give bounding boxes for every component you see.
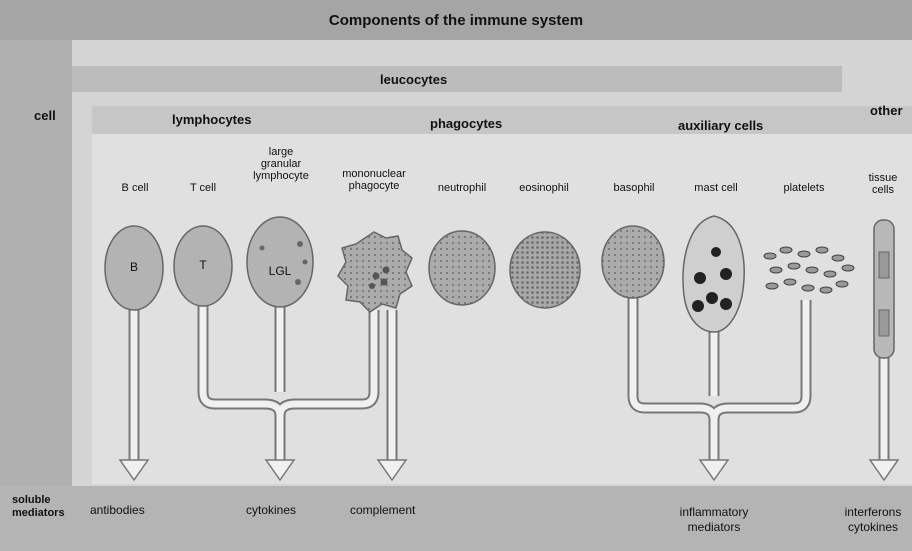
lgl-cell-letter: LGL <box>262 264 298 278</box>
platelets-shape <box>764 247 854 293</box>
pipe-outlines <box>134 290 884 462</box>
mediator-antibodies: antibodies <box>90 503 145 517</box>
basophil-shape <box>602 226 664 298</box>
arrow-head-cytokines <box>266 460 294 480</box>
eosinophil-shape <box>510 232 580 308</box>
tissue-cells-nucleus-1 <box>879 252 889 278</box>
arrow-head-antibodies <box>120 460 148 480</box>
tissue-cells-shape <box>874 220 894 358</box>
arrow-heads <box>120 460 898 480</box>
neutrophil-shape <box>429 231 495 305</box>
mediator-interferons: interferons cytokines <box>836 505 910 535</box>
mediator-cytokines: cytokines <box>246 503 296 517</box>
arrow-head-inflammatory <box>700 460 728 480</box>
mediator-inflammatory: inflammatory mediators <box>666 505 762 535</box>
pipe-fills <box>134 290 884 462</box>
mediator-complement: complement <box>350 503 415 517</box>
t-cell-letter: T <box>193 258 213 272</box>
arrow-head-complement <box>378 460 406 480</box>
b-cell-letter: B <box>124 260 144 274</box>
mast-cell-shape <box>683 216 744 332</box>
mononuclear-phagocyte-shape <box>338 232 412 312</box>
arrow-head-interferons <box>870 460 898 480</box>
tissue-cells-nucleus-2 <box>879 310 889 336</box>
